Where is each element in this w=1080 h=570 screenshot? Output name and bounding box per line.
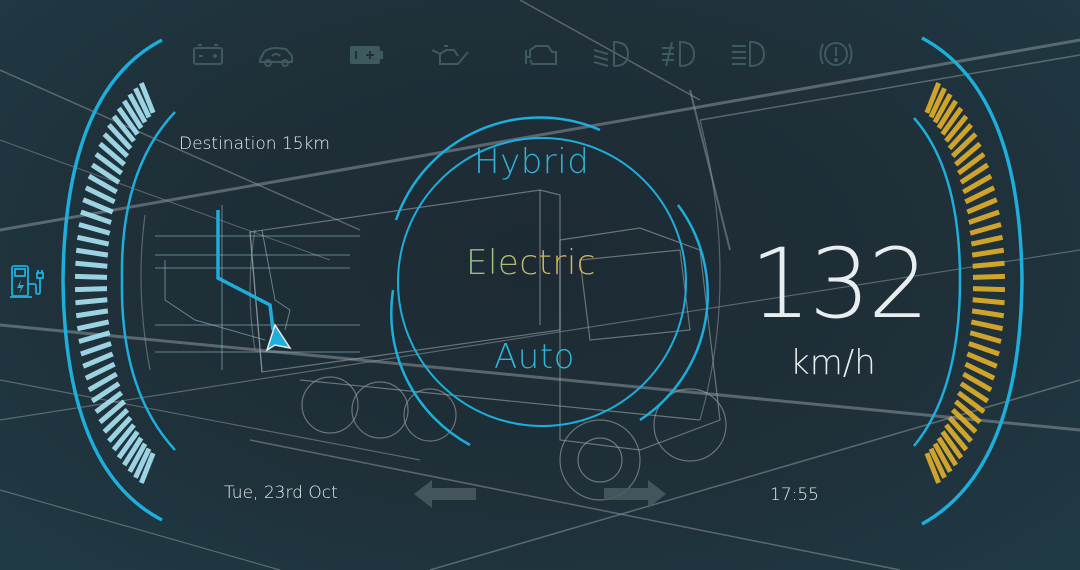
right-gauge-outer-arc xyxy=(921,36,1024,526)
right-gauge-ticks xyxy=(924,82,1006,484)
ev-charging-station-icon xyxy=(10,265,44,298)
left-gauge-ticks xyxy=(74,82,156,484)
right-gauge-inner-arc xyxy=(913,117,962,447)
route-path xyxy=(216,210,275,331)
destination-distance: Destination 15km xyxy=(179,134,330,154)
mode-hybrid[interactable]: Hybrid xyxy=(474,142,590,182)
navigation-arrow-icon xyxy=(265,323,292,352)
battery-charge-icon xyxy=(350,46,383,64)
right-turn-signal-icon[interactable] xyxy=(600,476,670,512)
engine-check-icon xyxy=(525,45,557,65)
date-display: Tue, 23rd Oct xyxy=(224,483,338,503)
left-gauge-outer-arc xyxy=(61,38,163,522)
warning-icon-row xyxy=(180,36,880,72)
oil-can-icon xyxy=(431,45,469,65)
left-turn-signal-icon[interactable] xyxy=(410,476,480,512)
speed-unit: km/h xyxy=(790,343,876,383)
speed-value: 132 xyxy=(750,228,929,340)
high-beam-icon xyxy=(732,40,766,68)
mode-auto[interactable]: Auto xyxy=(494,337,575,377)
mode-electric[interactable]: Electric xyxy=(466,243,596,283)
clock-display: 17:55 xyxy=(770,485,819,505)
fog-light-icon xyxy=(662,40,696,68)
car-service-icon xyxy=(259,46,293,67)
low-beam-icon xyxy=(593,40,630,68)
left-gauge-inner-arc xyxy=(120,111,176,451)
truck-wireframe xyxy=(249,189,727,501)
battery-outline-icon xyxy=(193,44,223,65)
brake-warning-icon xyxy=(819,42,853,66)
